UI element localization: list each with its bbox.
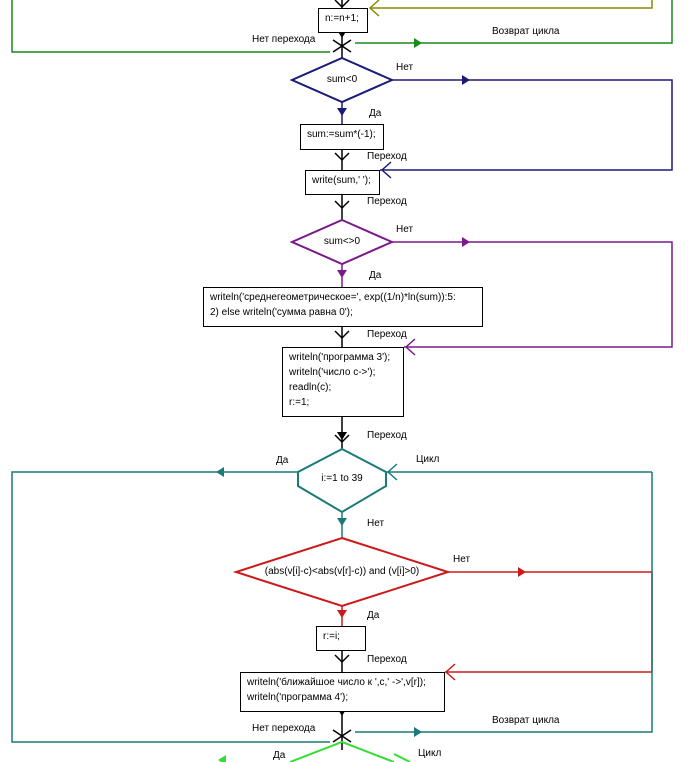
teal-arrowhead [414,727,422,737]
box-line: r:=i; [323,631,340,642]
arrowhead [334,200,350,210]
label-yes-4: Да [367,610,380,621]
teal-arrowhead [216,467,224,477]
arrowhead [334,330,350,340]
label-loop-1: Цикл [416,454,440,465]
box-line: n:=n+1; [325,13,359,24]
teal-arrowhead [386,463,398,481]
olive-arrowhead [368,0,380,17]
connector-teal [355,472,653,733]
arrowhead [334,654,350,664]
label-transition-3: Переход [367,329,407,340]
label-loop-return-bottom: Возврат цикла [492,715,560,726]
label-loop-return-top: Возврат цикла [492,26,560,37]
connector-navy [380,79,673,171]
label-transition-1: Переход [367,151,407,162]
box-line: 2) else writeln('сумма равна 0'); [210,307,353,318]
label-yes-3: Да [276,455,289,466]
red-arrowhead [337,610,347,618]
green-arrowhead [414,38,422,48]
label-no-3: Нет [367,518,385,529]
box-line: readln(c); [289,382,332,393]
box-line: writeln('программа 3'); [289,352,391,363]
connector-olive [370,0,653,9]
label-yes-1: Да [369,108,382,119]
label-transition-5: Переход [367,654,407,665]
arrowhead [334,152,350,162]
arrowhead [337,432,347,440]
process-geometric-mean[interactable]: writeln('среднегеометрическое=', exp((1/… [203,287,483,327]
purple-arrowhead [462,237,470,247]
red-arrowhead [518,567,526,577]
label-no-2: Нет [396,224,414,235]
label-yes-2: Да [369,270,382,281]
connector-lime [289,740,395,762]
connector-teal [11,471,330,743]
process-write-sum[interactable]: write(sum,' '); [305,170,380,195]
box-line: r:=1; [289,397,310,408]
connector-green [11,0,330,53]
label-transition-4: Переход [367,430,407,441]
navy-arrowhead [462,75,470,85]
junction-cross [332,729,352,743]
arrowhead [334,434,350,444]
box-line: writeln('среднегеометрическое=', exp((1/… [210,292,456,303]
label-no-1: Нет [396,62,414,73]
red-arrowhead [444,663,456,681]
decision-sum-nonzero-text: sum<>0 [323,236,361,247]
label-yes-5: Да [273,750,286,761]
label-no-transition-bottom: Нет перехода [252,723,316,734]
label-transition-2: Переход [367,196,407,207]
process-program-3[interactable]: writeln('программа 3'); writeln('число с… [282,347,404,417]
navy-arrowhead [337,108,347,116]
process-sum-negate[interactable]: sum:=sum*(-1); [300,124,384,150]
decision-for-loop-text: i:=1 to 39 [321,473,363,484]
process-closest-number[interactable]: writeln('ближайшое число к ',c,' ->',v[r… [240,672,445,712]
process-assign-r[interactable]: r:=i; [316,626,366,651]
box-line: writeln('число с->'); [289,367,376,378]
box-line: writeln('программа 4'); [247,692,349,703]
box-line: sum:=sum*(-1); [307,129,376,140]
junction-cross [332,39,352,53]
box-line: writeln('ближайшое число к ',c,' ->',v[r… [247,677,426,688]
purple-arrowhead [404,338,416,356]
teal-arrowhead [337,518,347,526]
label-no-4: Нет [453,554,471,565]
purple-arrowhead [337,270,347,278]
decision-sum-negative-text: sum<0 [326,74,358,85]
label-no-transition-top: Нет перехода [252,34,316,45]
label-loop-2: Цикл [418,748,442,759]
box-line: write(sum,' '); [312,175,371,186]
lime-arrowhead [218,755,226,762]
connector-green [355,0,673,44]
connector-lime [393,753,411,762]
connector-purple [392,241,673,348]
connector-red [445,571,653,673]
arrowhead [334,0,350,9]
process-n-increment[interactable]: n:=n+1; [318,8,368,33]
decision-condition-text: (abs(v[i]-c)<abs(v[r]-c)) and (v[i]>0) [264,566,420,577]
navy-arrowhead [380,161,392,179]
